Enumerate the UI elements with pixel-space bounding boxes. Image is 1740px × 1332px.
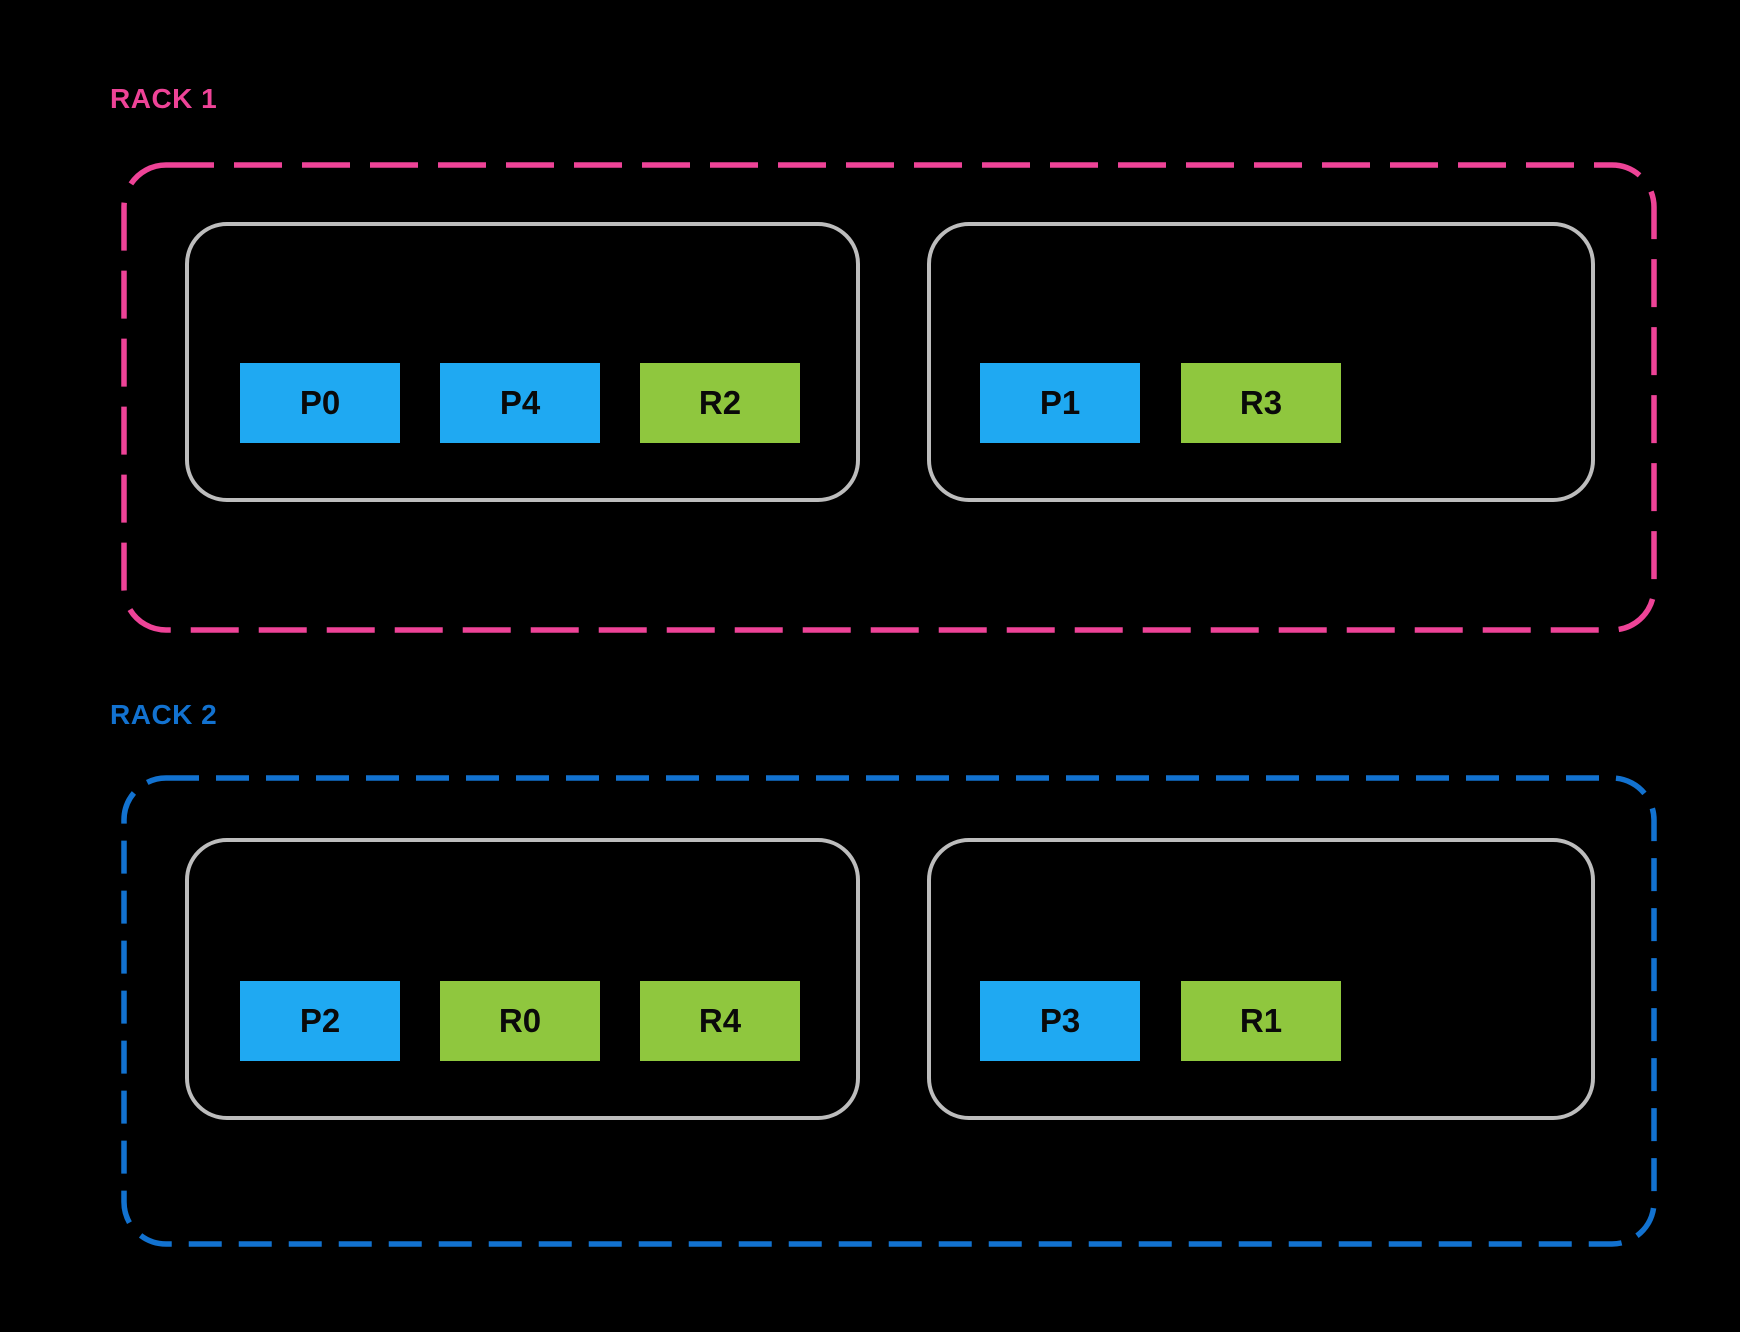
rack1-boundary: P0 P4 R2 P1 R3 bbox=[121, 162, 1657, 633]
block-p1: P1 bbox=[980, 363, 1140, 443]
rack2-dashed-border-icon bbox=[121, 775, 1657, 1247]
block-p4: P4 bbox=[440, 363, 600, 443]
block-p3: P3 bbox=[980, 981, 1140, 1061]
rack1-host-2: P1 R3 bbox=[927, 222, 1595, 502]
block-r0: R0 bbox=[440, 981, 600, 1061]
rack2-host-2: P3 R1 bbox=[927, 838, 1595, 1120]
rack2-label: RACK 2 bbox=[110, 699, 218, 730]
block-r3: R3 bbox=[1181, 363, 1341, 443]
rack1-label: RACK 1 bbox=[110, 83, 218, 114]
block-r2: R2 bbox=[640, 363, 800, 443]
rack2-boundary: P2 R0 R4 P3 R1 bbox=[121, 775, 1657, 1247]
rack2-host-1: P2 R0 R4 bbox=[185, 838, 860, 1120]
rack1-dashed-border-icon bbox=[121, 162, 1657, 633]
rack1-host-1: P0 P4 R2 bbox=[185, 222, 860, 502]
block-r4: R4 bbox=[640, 981, 800, 1061]
block-p0: P0 bbox=[240, 363, 400, 443]
block-p2: P2 bbox=[240, 981, 400, 1061]
block-r1: R1 bbox=[1181, 981, 1341, 1061]
